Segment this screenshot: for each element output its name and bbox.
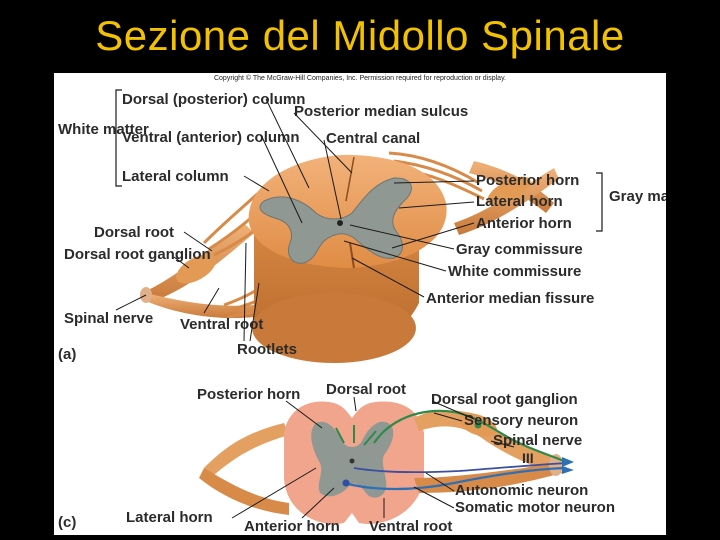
dorsal-root-label: Dorsal root	[94, 224, 174, 241]
posterior-median-sulcus-label: Posterior median sulcus	[294, 103, 468, 120]
sensory-cell-body	[474, 421, 482, 429]
dorsal-root-ganglion-label: Dorsal root ganglion	[64, 246, 211, 263]
right-dorsal-root-ganglion-shape	[487, 176, 531, 206]
gray-commissure-label: Gray commissure	[456, 241, 583, 258]
panel-c-illustration	[199, 401, 574, 524]
posterior-sulcus-line	[345, 156, 355, 202]
gray-matter-shape	[259, 177, 412, 264]
motor-cell-body	[342, 479, 350, 487]
somatic-motor-neuron-path	[343, 466, 567, 491]
dorsal-root-ganglion-c-label: Dorsal root ganglion	[431, 391, 578, 408]
left-nerve-c-shape	[204, 423, 289, 475]
cord-lower-face	[252, 293, 416, 363]
ventral-column-label: Ventral (anterior) column	[122, 129, 300, 146]
anterior-horn-label: Anterior horn	[476, 215, 572, 232]
dorsal-root-c-label: Dorsal root	[326, 381, 406, 398]
white-commissure-label: White commissure	[448, 263, 581, 280]
central-canal-c-dot	[349, 458, 355, 464]
nerve-arrows	[562, 457, 574, 474]
white-matter-bracket	[115, 89, 122, 187]
ventral-root-c-label: Ventral root	[369, 518, 452, 535]
anterior-fissure-line	[349, 242, 355, 269]
rootlets-label: Rootlets	[237, 341, 297, 358]
left-nerve-c-lower	[199, 468, 289, 515]
lateral-horn-label: Lateral horn	[476, 193, 563, 210]
central-canal-label: Central canal	[326, 130, 420, 147]
panel-c-tag: (c)	[58, 514, 76, 531]
ventral-root-label-a: Ventral root	[180, 316, 263, 333]
gray-matter-label: Gray matter	[609, 188, 666, 205]
posterior-horn-c-label: Posterior horn	[197, 386, 300, 403]
anterior-horn-c-label: Anterior horn	[244, 518, 340, 535]
spinal-nerve-c-label: Spinal nerve	[493, 432, 582, 449]
sensory-neuron-path	[373, 409, 565, 463]
roman-numeral-label: III	[522, 450, 534, 466]
right-nerve-c-upper	[414, 410, 559, 473]
spinal-cord-diagram: White matter Dorsal (posterior) column V…	[58, 89, 666, 535]
gray-matter-bracket	[596, 172, 603, 232]
slide-title: Sezione del Midollo Spinale	[95, 12, 625, 59]
anterior-median-fissure-label: Anterior median fissure	[426, 290, 594, 307]
central-canal-dot	[337, 220, 343, 226]
sensory-neuron-branches	[335, 425, 377, 446]
copyright-notice: Copyright © The McGraw-Hill Companies, I…	[213, 75, 506, 82]
lateral-horn-c-label: Lateral horn	[126, 509, 213, 526]
autonomic-neuron-path	[353, 462, 567, 474]
lateral-column-label: Lateral column	[122, 168, 229, 185]
dorsal-column-label: Dorsal (posterior) column	[122, 91, 305, 108]
panel-a-illustration	[140, 151, 559, 363]
somatic-motor-neuron-label: Somatic motor neuron	[455, 499, 615, 516]
white-matter-label-line1: White matter	[58, 121, 149, 138]
figure-panel: Copyright © The McGraw-Hill Companies, I…	[54, 73, 666, 535]
spinal-nerve-label-a: Spinal nerve	[64, 310, 153, 327]
panel-a-tag: (a)	[58, 346, 76, 363]
panel-c-leader-lines	[231, 396, 515, 519]
left-dorsal-root-ganglion-shape	[176, 254, 216, 284]
autonomic-neuron-label: Autonomic neuron	[455, 482, 588, 499]
sensory-neuron-label: Sensory neuron	[464, 412, 578, 429]
posterior-horn-label: Posterior horn	[476, 172, 579, 189]
panel-a-leader-lines	[115, 98, 475, 342]
